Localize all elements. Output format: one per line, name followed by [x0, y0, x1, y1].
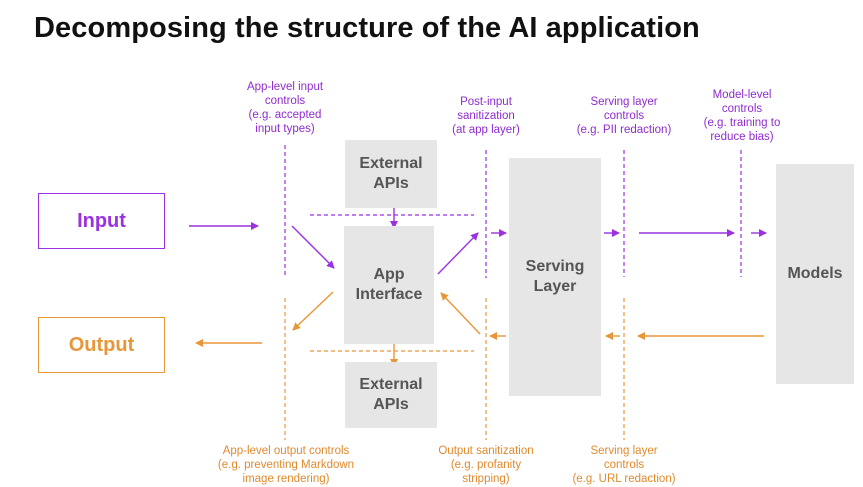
serving-controls-input-line-1: Serving layer	[590, 96, 658, 108]
serving-layer-controls-input-label: Serving layer controls (e.g. PII redacti…	[566, 95, 682, 137]
serving-controls-output-line-2: controls	[603, 459, 645, 471]
post-input-sanitization-line-2: sanitization	[457, 110, 515, 122]
app-input-controls-line-2: controls	[264, 95, 306, 107]
model-controls-line-2: controls	[721, 103, 763, 115]
serving-controls-output-line-1: Serving layer	[590, 445, 658, 457]
post-input-sanitization-line-3: (at app layer)	[452, 124, 520, 136]
app-interface-line-2: Interface	[355, 286, 423, 303]
serving-layer-box: Serving Layer	[509, 158, 601, 396]
post-input-sanitization-label: Post-input sanitization (at app layer)	[436, 95, 536, 137]
input-box: Input	[38, 193, 165, 249]
models-box-label: Models	[787, 265, 843, 282]
serving-layer-controls-output-label: Serving layer controls (e.g. URL redacti…	[564, 444, 684, 486]
app-interface-box: App Interface	[344, 226, 434, 344]
external-apis-bottom-box: External APIs	[345, 362, 437, 428]
external-apis-top-line-1: External	[359, 155, 423, 172]
output-sanitization-to-app-arrow	[440, 292, 481, 335]
app-interface-line-1: App	[373, 266, 405, 283]
app-output-controls-line-1: App-level output controls	[222, 445, 350, 457]
app-input-controls-line-1: App-level input	[246, 81, 324, 93]
serving-layer-line-1: Serving	[525, 258, 585, 275]
app-to-output-control-arrow	[292, 291, 334, 331]
page-title: Decomposing the structure of the AI appl…	[34, 12, 700, 44]
app-to-post-input-arrow	[437, 232, 479, 275]
app-input-controls-line-3: (e.g. accepted	[248, 109, 322, 121]
serving-controls-output-line-3: (e.g. URL redaction)	[572, 473, 676, 485]
model-level-controls-label: Model-level controls (e.g. training to r…	[692, 88, 792, 144]
control-to-app-arrow	[291, 225, 335, 269]
output-sanitization-line-1: Output sanitization	[438, 445, 534, 457]
external-apis-top-line-2: APIs	[373, 175, 409, 192]
input-box-label: Input	[77, 209, 126, 232]
model-controls-line-1: Model-level	[712, 89, 772, 101]
serving-controls-input-line-2: controls	[603, 110, 645, 122]
app-output-controls-line-2: (e.g. preventing Markdown	[217, 459, 355, 471]
serving-controls-input-line-3: (e.g. PII redaction)	[576, 124, 672, 136]
app-output-controls-line-3: image rendering)	[242, 473, 330, 485]
serving-layer-line-2: Layer	[533, 278, 577, 295]
output-box-label: Output	[68, 333, 135, 356]
app-output-controls-label: App-level output controls (e.g. preventi…	[206, 444, 366, 486]
app-input-controls-label: App-level input controls (e.g. accepted …	[226, 80, 344, 136]
external-apis-bottom-line-2: APIs	[373, 396, 409, 413]
output-sanitization-line-3: stripping)	[462, 473, 510, 485]
external-apis-top-box: External APIs	[345, 140, 437, 208]
model-controls-line-4: reduce bias)	[710, 131, 774, 143]
external-apis-bottom-line-1: External	[359, 376, 423, 393]
post-input-sanitization-line-1: Post-input	[460, 96, 512, 108]
output-box: Output	[38, 317, 165, 373]
app-input-controls-line-4: input types)	[255, 123, 315, 135]
model-controls-line-3: (e.g. training to	[703, 117, 781, 129]
output-sanitization-label: Output sanitization (e.g. profanity stri…	[426, 444, 546, 486]
output-sanitization-line-2: (e.g. profanity	[450, 459, 522, 471]
models-box: Models	[776, 164, 854, 384]
